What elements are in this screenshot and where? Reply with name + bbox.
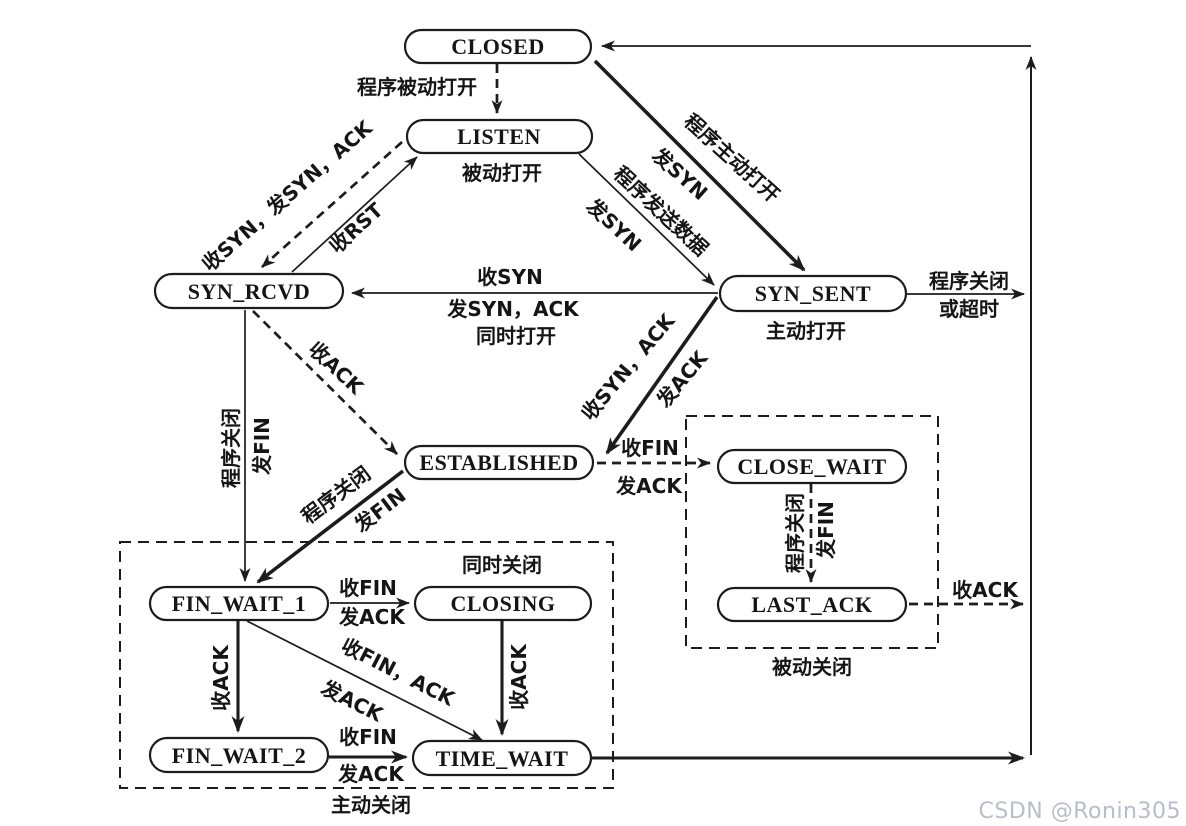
label-recv-fin-time-wait: 收FIN	[339, 725, 397, 749]
state-last-ack: LAST_ACK	[716, 586, 908, 623]
state-close-wait-label: CLOSE_WAIT	[737, 454, 886, 479]
caption-syn-sent: 主动打开	[766, 319, 846, 343]
caption-simultaneous-close: 同时关闭	[462, 553, 542, 577]
state-fin-wait-2-label: FIN_WAIT_2	[172, 743, 307, 768]
edge-syn-rcvd-to-listen	[291, 156, 418, 273]
state-fin-wait-2-box	[148, 736, 330, 774]
edge-syn-rcvd-to-established	[252, 310, 398, 455]
state-closing-box	[413, 585, 593, 622]
state-closed-label: CLOSED	[451, 34, 544, 59]
state-closing: CLOSING	[413, 585, 593, 622]
label-recv-rst: 收RST	[324, 198, 387, 259]
label-simultaneous-open: 同时打开	[476, 324, 556, 348]
state-close-wait-box	[716, 448, 908, 485]
edge-closed-to-syn-sent	[593, 59, 806, 272]
label-recv-fin-close-wait: 收FIN	[621, 436, 679, 460]
state-closing-label: CLOSING	[451, 591, 556, 616]
label-send-fin-last-ack: 发FIN	[814, 501, 838, 560]
label-app-close-vertical: 程序关闭	[219, 408, 243, 488]
state-established-label: ESTABLISHED	[419, 450, 578, 475]
state-time-wait-label: TIME_WAIT	[436, 746, 569, 771]
label-recv-ack-closing-time-wait: 收ACK	[507, 643, 531, 710]
state-last-ack-label: LAST_ACK	[751, 592, 872, 617]
label-or-timeout: 或超时	[939, 297, 999, 321]
edge-established-to-fin-wait-1	[256, 469, 405, 584]
label-send-ack-closing: 发ACK	[338, 605, 406, 629]
edge-listen-to-syn-rcvd	[261, 140, 403, 269]
state-listen: LISTEN	[405, 118, 594, 155]
state-closed-box	[403, 28, 593, 65]
state-syn-rcvd: SYN_RCVD	[153, 272, 345, 310]
watermark: CSDN @Ronin305	[979, 799, 1181, 824]
label-send-ack-time-wait: 发ACK	[337, 762, 405, 786]
state-established: ESTABLISHED	[403, 444, 595, 481]
label-recv-syn: 收SYN	[477, 265, 543, 289]
passive-close-group-box	[685, 415, 939, 649]
active-close-group-box	[119, 541, 614, 789]
state-syn-rcvd-label: SYN_RCVD	[188, 279, 311, 304]
label-send-ack-time-wait-diag: 发ACK	[316, 675, 388, 727]
state-fin-wait-1: FIN_WAIT_1	[148, 585, 330, 622]
state-close-wait: CLOSE_WAIT	[716, 448, 908, 485]
state-established-box	[403, 444, 595, 481]
state-syn-sent-box	[718, 274, 908, 313]
label-send-fin-vertical: 发FIN	[250, 417, 274, 476]
state-fin-wait-1-label: FIN_WAIT_1	[172, 591, 307, 616]
state-fin-wait-1-box	[148, 585, 330, 622]
state-last-ack-box	[716, 586, 908, 623]
caption-passive-close: 被动关闭	[772, 655, 852, 679]
state-listen-box	[405, 118, 594, 155]
state-closed: CLOSED	[403, 28, 593, 65]
state-syn-sent: SYN_SENT	[718, 274, 908, 313]
edge-listen-to-syn-sent	[578, 153, 715, 286]
caption-listen: 被动打开	[462, 161, 542, 185]
label-recv-ack-fin-wait-2: 收ACK	[209, 644, 233, 711]
label-recv-ack-syn-rcvd: 收ACK	[304, 337, 369, 400]
state-fin-wait-2: FIN_WAIT_2	[148, 736, 330, 774]
state-time-wait: TIME_WAIT	[411, 739, 593, 777]
caption-active-close: 主动关闭	[331, 793, 411, 817]
state-syn-rcvd-box	[153, 272, 345, 310]
state-listen-label: LISTEN	[457, 124, 541, 149]
edge-syn-sent-to-established	[605, 295, 719, 455]
state-syn-sent-label: SYN_SENT	[755, 281, 871, 306]
state-time-wait-box	[411, 739, 593, 777]
edge-fin-wait-1-to-time-wait	[246, 620, 483, 741]
label-recv-ack-last-ack: 收ACK	[952, 578, 1019, 602]
label-recv-fin-closing: 收FIN	[339, 576, 397, 600]
label-passive-open-trigger: 程序被动打开	[357, 75, 477, 99]
label-recv-syn-send-synack: 收SYN，发SYN，ACK	[197, 115, 378, 276]
label-send-syn-ack: 发SYN，ACK	[446, 297, 580, 321]
label-send-ack-close-wait: 发ACK	[615, 474, 683, 498]
label-app-close-last-ack: 程序关闭	[783, 493, 807, 573]
label-app-close: 程序关闭	[929, 269, 1009, 293]
